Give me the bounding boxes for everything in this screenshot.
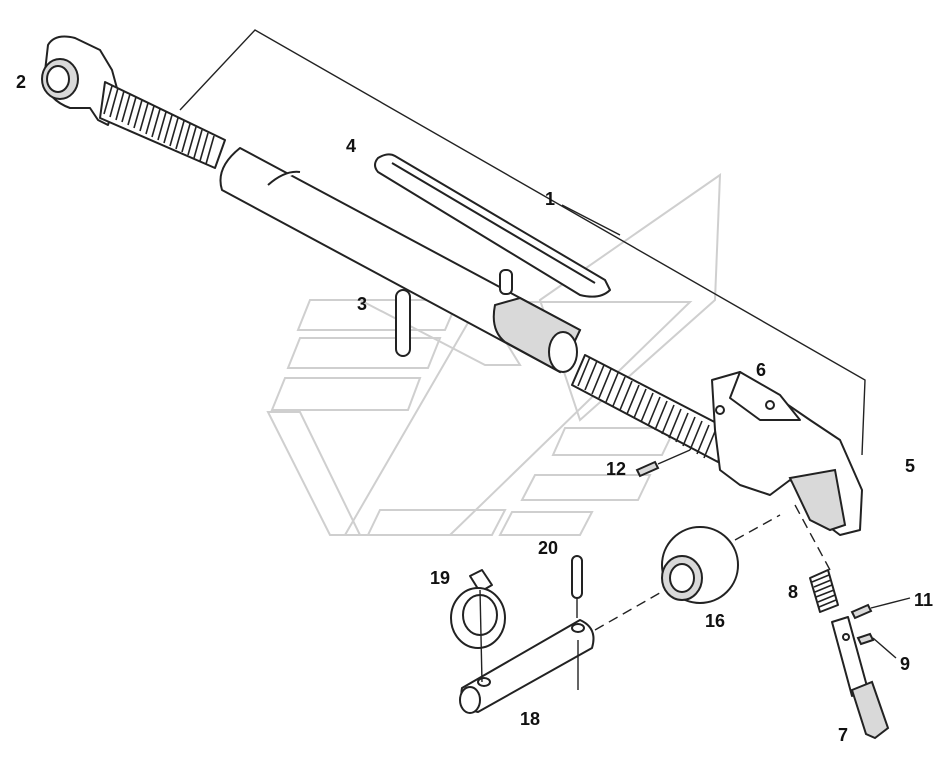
callout-12: 12 <box>606 459 626 479</box>
axis-hook-latch <box>794 504 831 571</box>
callout-19: 19 <box>430 568 450 588</box>
callout-20: 20 <box>538 538 558 558</box>
callout-3: 3 <box>357 294 367 314</box>
callout-11: 11 <box>914 590 933 610</box>
callout-8: 8 <box>788 582 798 602</box>
callout-18: 18 <box>520 709 540 729</box>
pin-18 <box>459 589 666 714</box>
callout-7: 7 <box>838 725 848 745</box>
callout-4: 4 <box>346 136 356 156</box>
ball-16 <box>661 514 781 604</box>
callout-5: 5 <box>905 456 915 476</box>
hook-body <box>711 371 863 536</box>
pin-11 <box>850 597 911 620</box>
handle-loop <box>374 153 611 298</box>
tube-pin <box>395 269 513 357</box>
ball-joint-end <box>41 35 226 169</box>
callout-1: 1 <box>545 189 555 209</box>
pin-9 <box>856 632 897 659</box>
lynch-pin-19 <box>450 569 506 683</box>
threaded-rod <box>571 354 731 463</box>
adjuster-tube <box>219 147 582 374</box>
spring-8 <box>809 569 839 613</box>
callout-1-bracket <box>179 29 866 456</box>
callout-2: 2 <box>16 72 26 92</box>
latch-plunger-7 <box>831 616 890 740</box>
callout-6: 6 <box>756 360 766 380</box>
callout-9: 9 <box>900 654 910 674</box>
small-pin-12 <box>635 449 691 478</box>
watermark-logo <box>266 173 722 536</box>
cross-pin-20 <box>571 555 583 618</box>
callout-16: 16 <box>705 611 725 631</box>
callout-1-leader <box>561 204 621 236</box>
